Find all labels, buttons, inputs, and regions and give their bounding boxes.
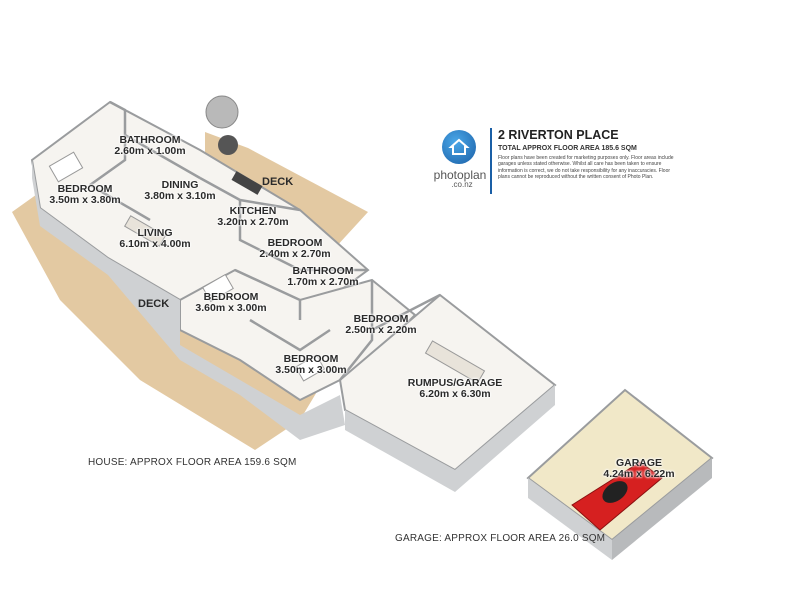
room-name: BATHROOM <box>292 265 354 277</box>
room-name: BEDROOM <box>353 313 409 325</box>
room-dim: 2.50m x 2.20m <box>345 324 417 336</box>
wall-face-mid <box>108 258 240 395</box>
room-dim: 2.60m x 1.00m <box>114 145 186 157</box>
garage-area-caption: GARAGE: APPROX FLOOR AREA 26.0 SQM <box>395 533 606 544</box>
bed-icon-3 <box>294 354 326 382</box>
umbrella-icon <box>205 95 239 129</box>
deck-label-top: DECK <box>262 176 294 188</box>
label-dining: DINING 3.80m x 3.10m <box>135 180 225 202</box>
room-name: BEDROOM <box>267 237 323 249</box>
room-dim: 3.20m x 2.70m <box>217 216 289 228</box>
label-bedroom-1: BEDROOM 3.50m x 3.80m <box>40 184 130 206</box>
room-dim: 3.80m x 3.10m <box>144 190 216 202</box>
plan-header: photoplan .co.nz 2 RIVERTON PLACE TOTAL … <box>432 128 674 198</box>
label-garage: GARAGE 4.24m x 6.22m <box>594 458 684 480</box>
room-name: DINING <box>161 179 199 191</box>
page-title: 2 RIVERTON PLACE <box>498 128 619 142</box>
bed-icon-2 <box>202 273 234 303</box>
sofa-icon <box>123 215 167 247</box>
label-bedroom-3: BEDROOM 3.60m x 3.00m <box>186 292 276 314</box>
car-roof-icon <box>602 481 628 503</box>
room-name: GARAGE <box>615 457 663 469</box>
wall-face-rumpus <box>345 385 555 492</box>
room-name: LIVING <box>137 227 173 239</box>
photoplan-logo: photoplan .co.nz <box>432 128 488 194</box>
room-name: BEDROOM <box>283 353 339 365</box>
logo-brand-text: photoplan <box>433 168 487 182</box>
room-name: BATHROOM <box>119 134 181 146</box>
label-rumpus: RUMPUS/GARAGE 6.20m x 6.30m <box>400 378 510 400</box>
label-bathroom-1: BATHROOM 2.60m x 1.00m <box>105 135 195 157</box>
room-dim: 3.60m x 3.00m <box>195 302 267 314</box>
room-name: RUMPUS/GARAGE <box>407 377 503 389</box>
label-bedroom-2: BEDROOM 2.40m x 2.70m <box>250 238 340 260</box>
room-name: KITCHEN <box>229 205 277 217</box>
wall-face-lower <box>240 380 345 440</box>
house-area-caption: HOUSE: APPROX FLOOR AREA 159.6 SQM <box>88 457 297 468</box>
garage-wall-right <box>612 458 712 560</box>
label-living: LIVING 6.10m x 4.00m <box>110 228 200 250</box>
disclaimer-text: Floor plans have been created for market… <box>498 155 674 181</box>
header-divider <box>490 128 492 194</box>
deck-label-left: DECK <box>138 298 170 310</box>
outdoor-table-icon <box>218 135 238 155</box>
room-name: BEDROOM <box>203 291 259 303</box>
room-dim: 2.40m x 2.70m <box>259 248 331 260</box>
room-dim: 3.50m x 3.00m <box>275 364 347 376</box>
kitchen-bench-icon <box>231 171 263 195</box>
room-name: BEDROOM <box>57 183 113 195</box>
wall-face-left <box>32 160 108 275</box>
label-bathroom-2: BATHROOM 1.70m x 2.70m <box>278 266 368 288</box>
room-dim: 3.50m x 3.80m <box>49 194 121 206</box>
room-dim: 6.20m x 6.30m <box>419 388 491 400</box>
bed-icon <box>48 151 84 183</box>
room-dim: 4.24m x 6.22m <box>603 468 675 480</box>
house-icon <box>442 130 476 164</box>
sofa-icon-2 <box>424 340 486 384</box>
label-kitchen: KITCHEN 3.20m x 2.70m <box>208 206 298 228</box>
interior-walls <box>89 100 441 381</box>
garage-wall-left <box>528 478 612 560</box>
label-bedroom-4: BEDROOM 2.50m x 2.20m <box>336 314 426 336</box>
total-area-subtitle: TOTAL APPROX FLOOR AREA 185.6 SQM <box>498 145 637 152</box>
room-dim: 6.10m x 4.00m <box>119 238 191 250</box>
label-bedroom-5: BEDROOM 3.50m x 3.00m <box>266 354 356 376</box>
deck-top <box>205 132 368 248</box>
logo-sub-text: .co.nz <box>451 180 473 189</box>
room-dim: 1.70m x 2.70m <box>287 276 359 288</box>
